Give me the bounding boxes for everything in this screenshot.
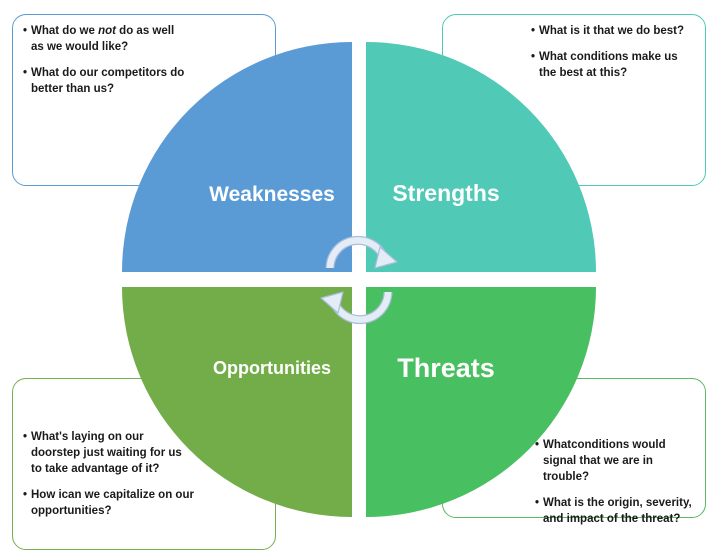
threats-question-2: What is the origin, severity, and impact… xyxy=(535,495,701,527)
strengths-question-2: What conditions make us the best at this… xyxy=(531,49,695,81)
opportunities-quadrant xyxy=(122,287,352,517)
strengths-quadrant xyxy=(366,42,596,272)
opportunities-question-1: What's laying on our doorstep just waiti… xyxy=(23,429,195,477)
threats-quadrant xyxy=(366,287,596,517)
opportunities-question-2: How ican we capitalize on our opportunit… xyxy=(23,487,195,519)
weaknesses-quadrant xyxy=(122,42,352,272)
weaknesses-label: Weaknesses xyxy=(209,183,335,206)
weaknesses-question-2: What do our competitors do better than u… xyxy=(23,65,189,97)
threats-label: Threats xyxy=(397,353,495,383)
strengths-label: Strengths xyxy=(392,180,499,206)
weaknesses-question-1: What do we not do as well as we would li… xyxy=(23,23,189,55)
strengths-question-1: What is it that we do best? xyxy=(531,23,695,39)
cycle-arrows-icon xyxy=(320,235,398,325)
threats-question-1: Whatconditions would signal that we are … xyxy=(535,437,701,485)
opportunities-label: Opportunities xyxy=(213,358,331,378)
